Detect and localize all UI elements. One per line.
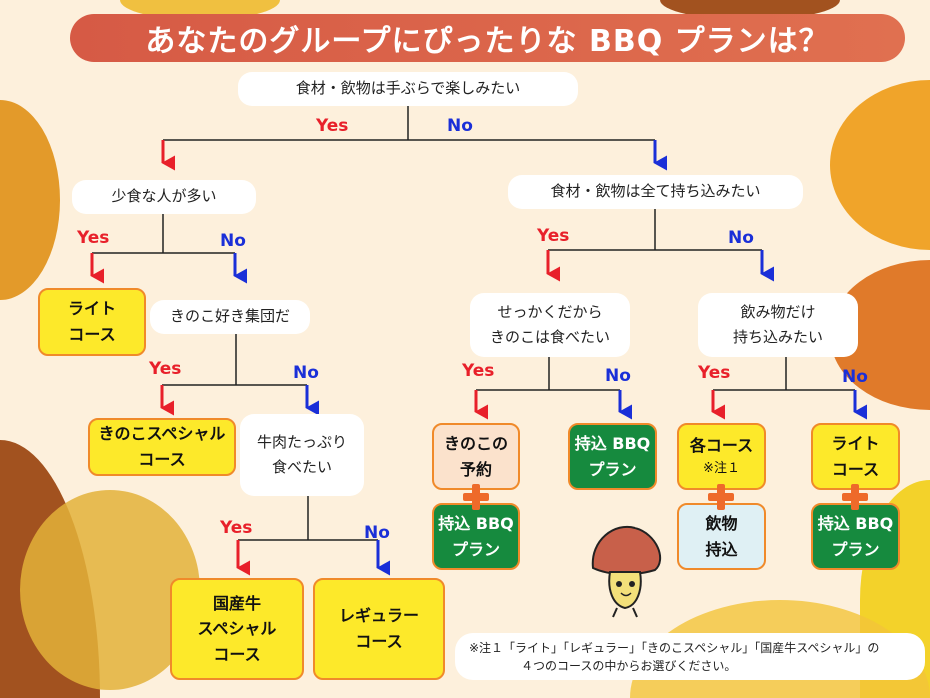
yes-label: Yes: [316, 116, 349, 136]
question-lots-of-beef: 牛肉たっぷり 食べたい: [240, 414, 364, 496]
yes-label: Yes: [220, 518, 253, 538]
question-hands-free: 食材・飲物は手ぶらで楽しみたい: [238, 72, 578, 106]
no-label: No: [364, 523, 390, 543]
plus-icon: [463, 484, 489, 510]
result-mushroom-reservation: きのこの 予約: [432, 423, 520, 490]
yes-label: Yes: [698, 363, 731, 383]
result-bring-bbq-plan: 持込 BBQ プラン: [432, 503, 520, 570]
yes-label: Yes: [537, 226, 570, 246]
no-label: No: [447, 116, 473, 136]
no-label: No: [605, 366, 631, 386]
yes-label: Yes: [462, 361, 495, 381]
question-small-eaters: 少食な人が多い: [72, 180, 256, 214]
footnote-line-2: ４つのコースの中からお選びください。: [521, 659, 737, 673]
each-course-note: ※注１: [703, 460, 740, 476]
result-bring-bbq-plan: 持込 BBQ プラン: [568, 423, 657, 490]
footnote: ※注１「ライト」「レギュラー」「きのこスペシャル」「国産牛スペシャル」の ４つの…: [455, 633, 925, 680]
plus-icon: [708, 484, 734, 510]
question-want-mushrooms: せっかくだから きのこは食べたい: [470, 293, 630, 357]
question-bring-drinks: 飲み物だけ 持ち込みたい: [698, 293, 858, 357]
result-lite-course: ライト コース: [811, 423, 900, 490]
mushroom-mascot-icon: [591, 525, 662, 618]
no-label: No: [728, 228, 754, 248]
no-label: No: [293, 363, 319, 383]
result-lite-course: ライト コース: [38, 288, 146, 356]
page-title: あなたのグループにぴったりな BBQ プランは？: [70, 14, 905, 62]
result-kinoko-special-course: きのこスペシャル コース: [88, 418, 236, 476]
yes-label: Yes: [149, 359, 182, 379]
result-regular-course: レギュラー コース: [313, 578, 445, 680]
result-bring-bbq-plan: 持込 BBQ プラン: [811, 503, 900, 570]
result-bring-drinks: 飲物 持込: [677, 503, 766, 570]
no-label: No: [842, 367, 868, 387]
question-mushroom-lovers: きのこ好き集団だ: [150, 300, 310, 334]
each-course-label: 各コース: [689, 436, 754, 456]
no-label: No: [220, 231, 246, 251]
result-each-course: 各コース ※注１: [677, 423, 766, 490]
footnote-line-1: ※注１「ライト」「レギュラー」「きのこスペシャル」「国産牛スペシャル」の: [469, 641, 880, 655]
plus-icon: [842, 484, 868, 510]
result-kokusan-special-course: 国産牛 スペシャル コース: [170, 578, 304, 680]
yes-label: Yes: [77, 228, 110, 248]
question-bring-all: 食材・飲物は全て持ち込みたい: [508, 175, 803, 209]
